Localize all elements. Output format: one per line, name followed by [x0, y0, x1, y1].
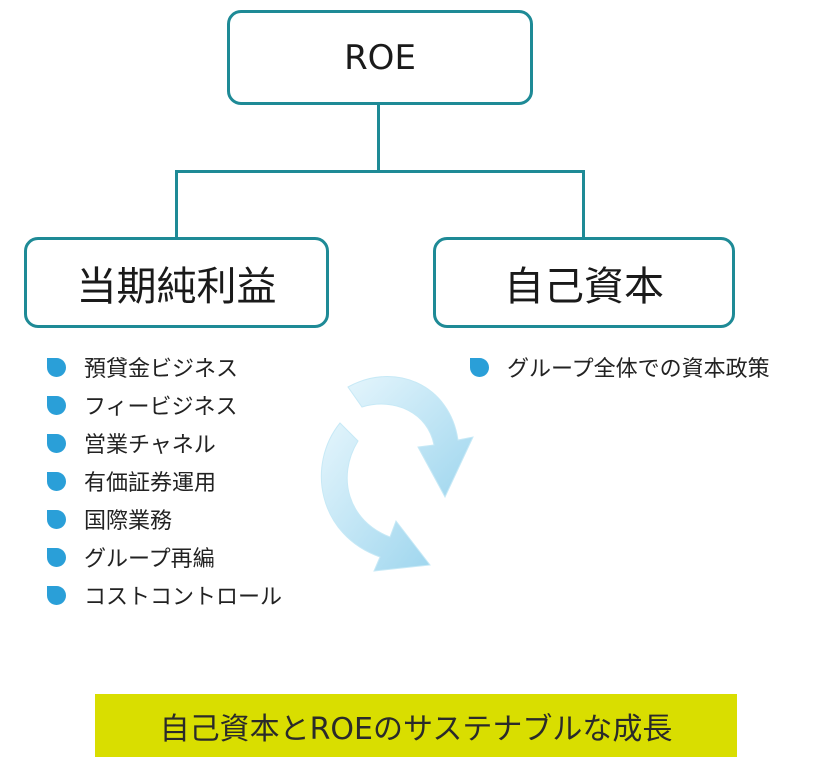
- list-item: 有価証券運用: [47, 462, 282, 500]
- connector-root-down: [377, 105, 380, 172]
- list-item: グループ再編: [47, 538, 282, 576]
- list-item: 預貸金ビジネス: [47, 348, 282, 386]
- arrow-lower: [320, 422, 431, 572]
- bullet-icon: [47, 547, 66, 567]
- list-item: グループ全体での資本政策: [470, 348, 770, 386]
- connector-right-down: [582, 170, 585, 237]
- equity-box: 自己資本: [433, 237, 735, 328]
- list-item-label: グループ全体での資本政策: [507, 357, 770, 382]
- list-item-label: コストコントロール: [84, 585, 283, 610]
- bullet-icon: [47, 585, 66, 605]
- net-income-box: 当期純利益: [24, 237, 329, 328]
- roe-label: ROE: [344, 37, 416, 78]
- list-item-label: 預貸金ビジネス: [84, 357, 239, 382]
- net-income-label: 当期純利益: [76, 263, 277, 310]
- list-item-label: 営業チャネル: [84, 433, 216, 458]
- bullet-icon: [47, 395, 66, 415]
- growth-banner-label: 自己資本とROEのサステナブルな成長: [159, 711, 673, 747]
- list-item: フィービジネス: [47, 386, 282, 424]
- list-item: コストコントロール: [47, 576, 282, 614]
- list-item-label: 国際業務: [84, 509, 173, 534]
- roe-box: ROE: [227, 10, 533, 105]
- bullet-icon: [47, 357, 66, 377]
- connector-horizontal: [175, 170, 585, 173]
- bullet-icon: [47, 509, 66, 529]
- net-income-list: 預貸金ビジネス フィービジネス 営業チャネル 有価証券運用 国際業務 グループ再…: [47, 348, 282, 614]
- bullet-icon: [47, 433, 66, 453]
- arrow-upper: [347, 376, 474, 499]
- growth-banner: 自己資本とROEのサステナブルな成長: [95, 694, 737, 757]
- connector-left-down: [175, 170, 178, 237]
- list-item-label: フィービジネス: [84, 395, 238, 420]
- list-item-label: グループ再編: [84, 547, 215, 572]
- equity-list: グループ全体での資本政策: [470, 348, 770, 386]
- circular-arrows-icon: [320, 376, 474, 572]
- equity-label: 自己資本: [504, 263, 664, 310]
- list-item: 国際業務: [47, 500, 282, 538]
- bullet-icon: [470, 357, 489, 377]
- bullet-icon: [47, 471, 66, 491]
- list-item-label: 有価証券運用: [84, 471, 217, 496]
- list-item: 営業チャネル: [47, 424, 282, 462]
